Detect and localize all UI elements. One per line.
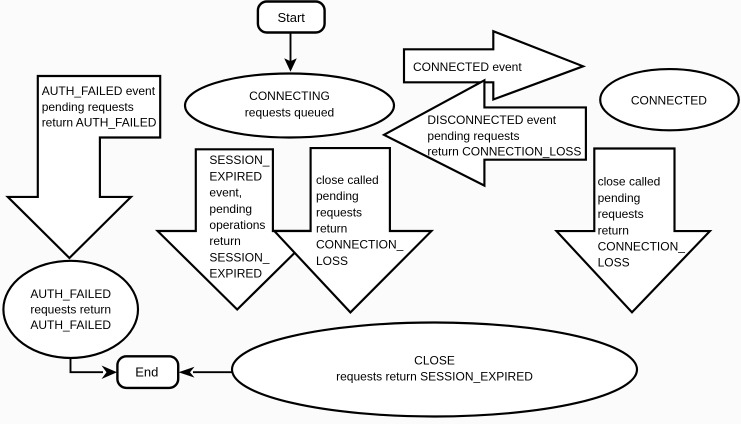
svg-text:SESSION_: SESSION_ — [209, 250, 269, 264]
svg-text:LOSS: LOSS — [316, 254, 348, 268]
svg-text:requests: requests — [316, 205, 362, 219]
svg-text:close called: close called — [316, 173, 379, 187]
svg-text:CONNECTION_: CONNECTION_ — [598, 240, 686, 254]
svg-text:DISCONNECTED event: DISCONNECTED event — [427, 113, 556, 127]
svg-text:CONNECTION_: CONNECTION_ — [316, 238, 404, 252]
svg-text:requests queued: requests queued — [245, 106, 334, 120]
svg-text:pending: pending — [316, 189, 359, 203]
svg-text:AUTH_FAILED: AUTH_FAILED — [30, 287, 111, 301]
svg-text:requests return: requests return — [30, 303, 111, 317]
svg-text:EXPIRED: EXPIRED — [209, 169, 262, 183]
svg-text:return AUTH_FAILED: return AUTH_FAILED — [42, 116, 157, 130]
svg-text:close called: close called — [598, 175, 661, 189]
svg-text:requests: requests — [598, 207, 644, 221]
svg-text:return CONNECTION_LOSS: return CONNECTION_LOSS — [427, 145, 581, 159]
svg-text:return: return — [316, 222, 347, 236]
svg-text:CONNECTING: CONNECTING — [249, 89, 330, 103]
svg-text:requests return SESSION_EXPIRE: requests return SESSION_EXPIRED — [336, 370, 533, 384]
svg-text:return: return — [209, 234, 240, 248]
svg-text:pending requests: pending requests — [42, 100, 134, 114]
svg-text:Start: Start — [277, 10, 305, 25]
svg-text:AUTH_FAILED: AUTH_FAILED — [30, 318, 111, 332]
svg-text:AUTH_FAILED event: AUTH_FAILED event — [42, 84, 156, 98]
svg-text:CLOSE: CLOSE — [414, 354, 455, 368]
svg-text:pending: pending — [209, 202, 252, 216]
svg-text:CONNECTED event: CONNECTED event — [413, 60, 522, 74]
svg-text:return: return — [598, 223, 629, 237]
svg-text:event,: event, — [209, 186, 242, 200]
svg-text:operations: operations — [209, 218, 265, 232]
svg-text:End: End — [135, 365, 158, 380]
svg-text:SESSION_: SESSION_ — [209, 153, 269, 167]
svg-text:EXPIRED: EXPIRED — [209, 267, 262, 281]
svg-text:CONNECTED: CONNECTED — [631, 93, 707, 107]
svg-text:LOSS: LOSS — [598, 256, 630, 270]
svg-text:pending: pending — [598, 191, 641, 205]
svg-text:pending requests: pending requests — [427, 129, 519, 143]
